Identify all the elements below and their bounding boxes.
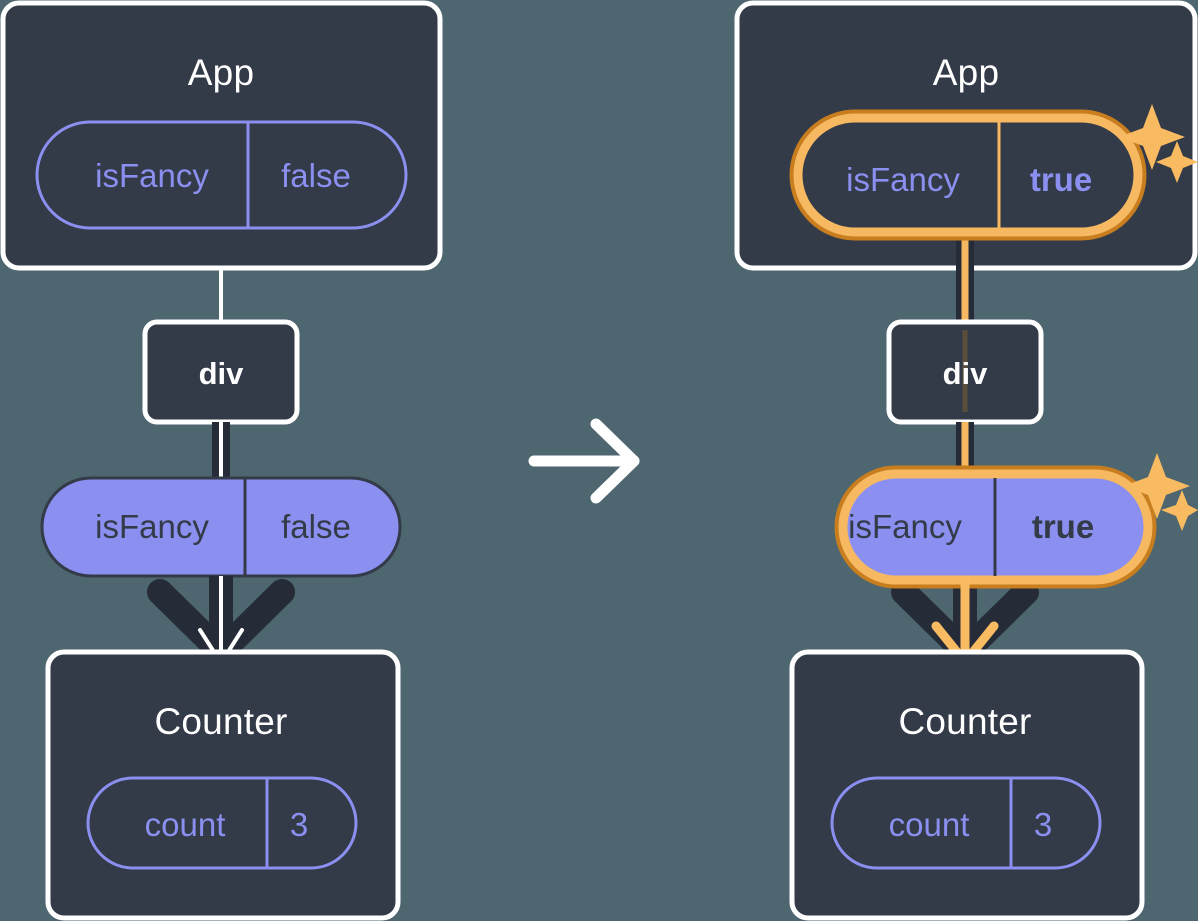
transition-arrow-right-icon (528, 418, 640, 504)
sparkle-icon-prop-large (1124, 453, 1190, 519)
counter-state-value: 3 (289, 806, 309, 843)
app-state-pill-after-inner-ring (793, 113, 1143, 237)
prop-key: isFancy (95, 508, 209, 545)
app-title-after: App (932, 52, 1000, 93)
sparkle-icon-app-large (1119, 104, 1185, 170)
counter-panel (45, 649, 401, 921)
counter-state-key-after: count (888, 806, 970, 843)
after-diagram (734, 0, 1198, 921)
sparkle-icon-app-small (1156, 141, 1198, 183)
prop-value: false (281, 508, 351, 545)
app-panel (0, 0, 443, 271)
counter-state-key: count (144, 806, 226, 843)
before-diagram (0, 0, 443, 921)
counter-state-value-after: 3 (1033, 806, 1053, 843)
counter-title: Counter (154, 701, 288, 742)
counter-title-after: Counter (898, 701, 1032, 742)
counter-state-pill (86, 776, 358, 870)
app-state-key-after: isFancy (846, 161, 960, 198)
counter-panel-after (789, 649, 1145, 921)
div-label-after: div (942, 356, 988, 391)
prop-value-after: true (1031, 508, 1095, 545)
app-title: App (187, 52, 255, 93)
app-state-value-after: true (1029, 161, 1093, 198)
prop-key-after: isFancy (848, 508, 962, 545)
prop-pill (40, 476, 402, 578)
app-state-key: isFancy (95, 157, 209, 194)
app-state-pill (35, 120, 408, 230)
app-state-value: false (281, 157, 351, 194)
counter-state-pill-after (830, 776, 1102, 870)
div-label: div (198, 356, 244, 391)
sparkle-icon-prop-small (1161, 490, 1198, 531)
